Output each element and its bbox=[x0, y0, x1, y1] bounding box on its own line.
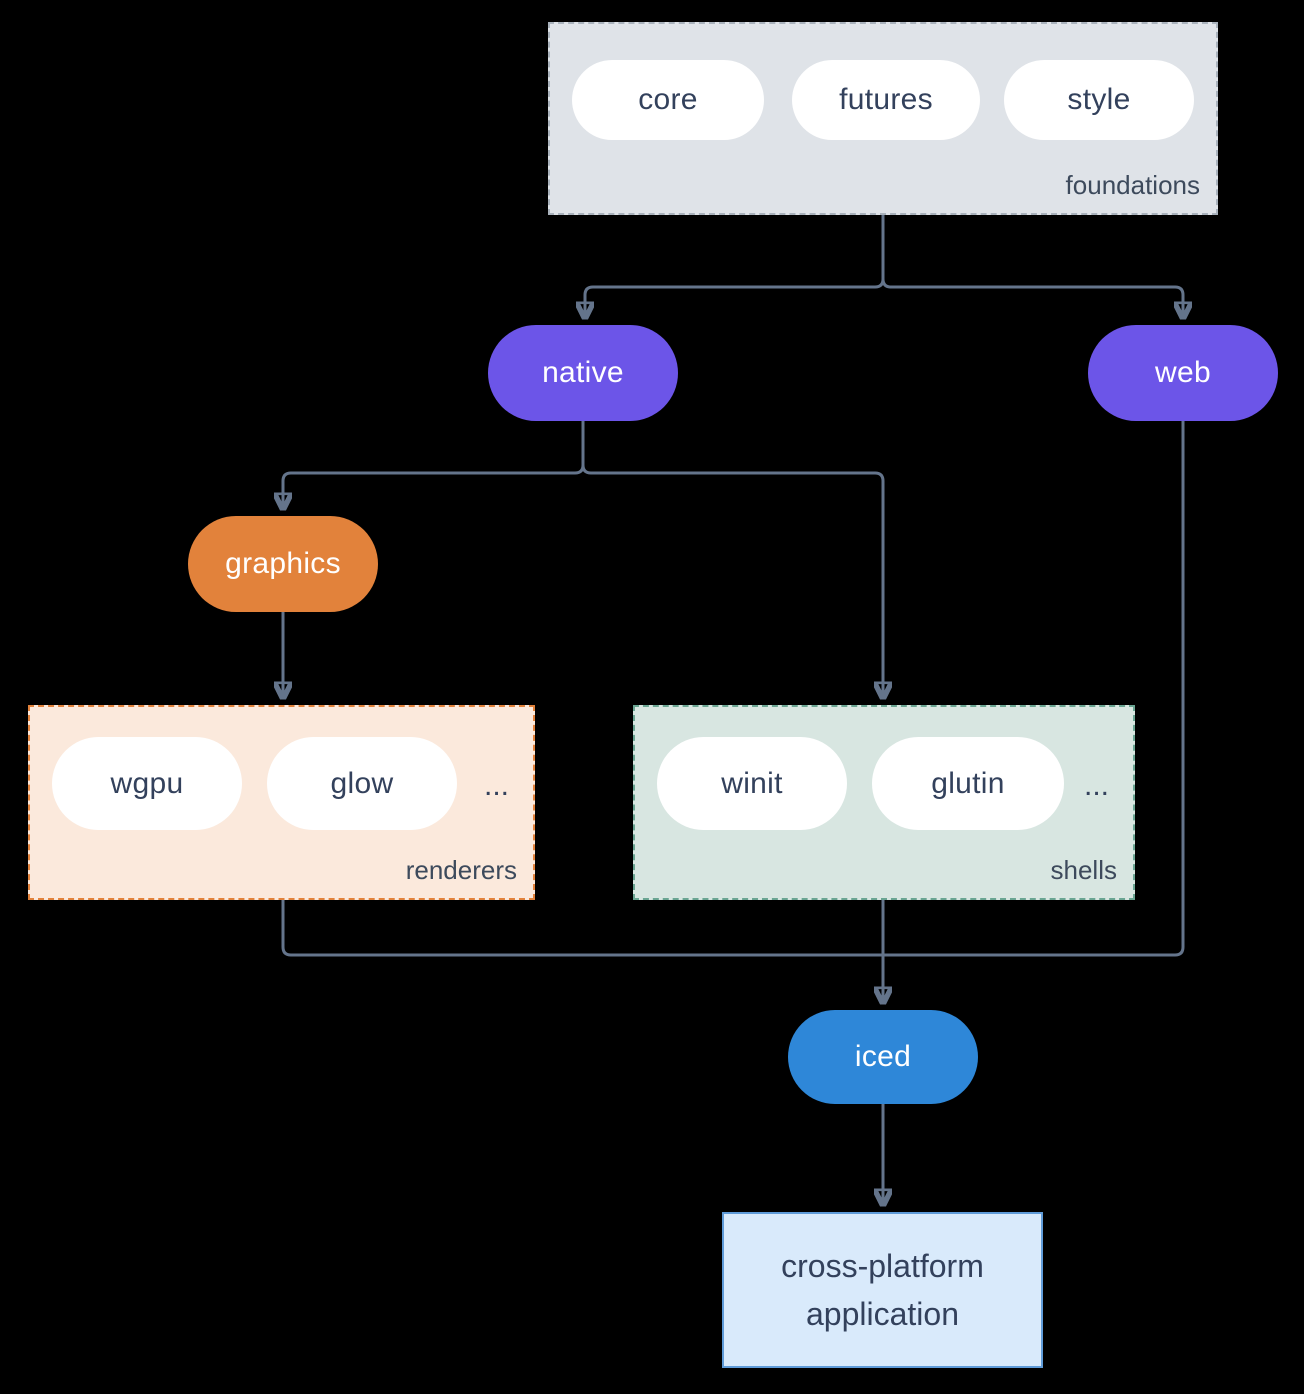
renderers-group: wgpu glow ... renderers bbox=[28, 705, 535, 900]
node-iced: iced bbox=[788, 1010, 978, 1104]
connector-foundations-to-native bbox=[585, 215, 885, 314]
node-glow: glow bbox=[267, 737, 457, 830]
node-futures: futures bbox=[792, 60, 980, 140]
renderers-group-label: renderers bbox=[405, 855, 517, 885]
node-web: web bbox=[1088, 325, 1278, 421]
shells-group-label: shells bbox=[1050, 855, 1117, 885]
connector-foundations-to-web bbox=[881, 215, 1183, 314]
node-core: core bbox=[572, 60, 764, 140]
connector-renderers-to-iced bbox=[281, 900, 883, 957]
connector-native-to-graphics bbox=[283, 421, 585, 505]
application-label-line1: cross-platform bbox=[781, 1248, 984, 1284]
node-graphics: graphics bbox=[188, 516, 378, 612]
renderers-ellipsis: ... bbox=[483, 769, 509, 802]
shells-group: winit glutin ... shells bbox=[633, 705, 1135, 900]
node-wgpu: wgpu bbox=[52, 737, 242, 830]
node-glutin: glutin bbox=[872, 737, 1064, 830]
application-label-line2: application bbox=[806, 1296, 959, 1332]
foundations-group-label: foundations bbox=[1065, 170, 1200, 200]
connector-native-to-shells bbox=[581, 421, 883, 694]
node-style: style bbox=[1004, 60, 1194, 140]
node-cross-platform-application: cross-platform application bbox=[722, 1212, 1043, 1368]
foundations-group: core futures style foundations bbox=[548, 22, 1218, 215]
node-winit: winit bbox=[657, 737, 847, 830]
node-native: native bbox=[488, 325, 678, 421]
shells-ellipsis: ... bbox=[1083, 769, 1109, 802]
